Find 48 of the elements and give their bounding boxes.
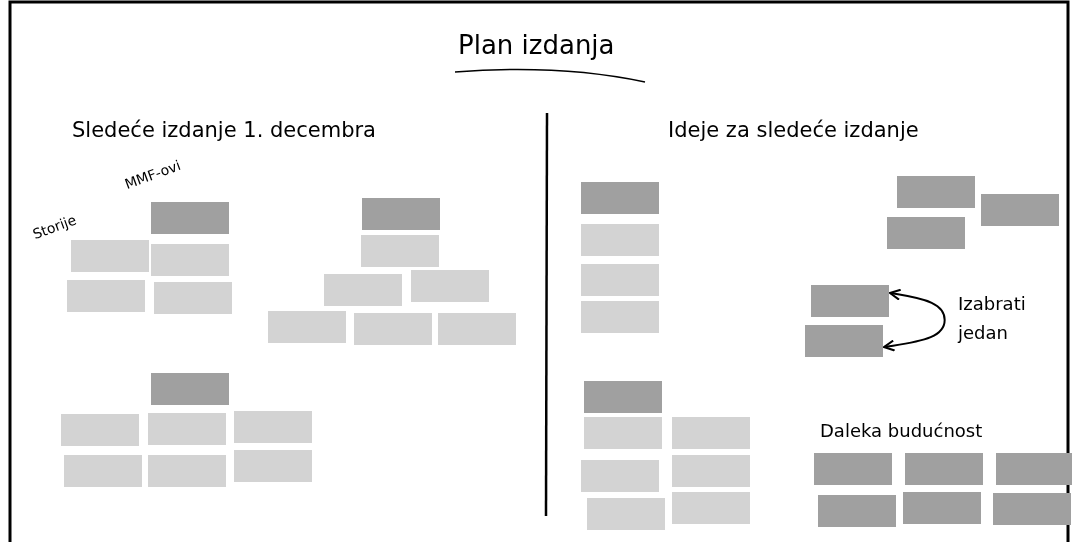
story-card	[581, 460, 659, 492]
title: Plan izdanja	[458, 30, 615, 60]
story-card	[584, 417, 662, 449]
feature-card	[996, 453, 1072, 485]
feature-card	[903, 492, 981, 524]
feature-card	[981, 194, 1059, 226]
story-card	[361, 235, 439, 267]
story-card	[324, 274, 402, 306]
story-card	[672, 492, 750, 524]
feature-card	[993, 493, 1071, 525]
annotation: Storije	[30, 211, 79, 242]
feature-card	[151, 373, 229, 405]
annotation: Izabrati jedan	[958, 292, 1027, 345]
story-card	[148, 413, 226, 445]
feature-card	[814, 453, 892, 485]
story-card	[672, 417, 750, 449]
story-card	[354, 313, 432, 345]
feature-card	[887, 217, 965, 249]
story-card	[71, 240, 149, 272]
story-card	[64, 455, 142, 487]
feature-card	[584, 381, 662, 413]
story-card	[587, 498, 665, 530]
feature-card	[818, 495, 896, 527]
feature-card	[805, 325, 883, 357]
feature-card	[362, 198, 440, 230]
story-card	[411, 270, 489, 302]
feature-card	[811, 285, 889, 317]
story-card	[154, 282, 232, 314]
story-card	[581, 301, 659, 333]
story-card	[234, 411, 312, 443]
story-card	[268, 311, 346, 343]
story-card	[581, 264, 659, 296]
story-card	[67, 280, 145, 312]
story-card	[581, 224, 659, 256]
story-card	[151, 244, 229, 276]
story-card	[148, 455, 226, 487]
curved-arrow	[883, 288, 946, 352]
feature-card	[905, 453, 983, 485]
feature-card	[151, 202, 229, 234]
story-card	[61, 414, 139, 446]
story-card	[672, 455, 750, 487]
section-heading: Ideje za sledeće izdanje	[668, 118, 919, 142]
group-heading: Daleka budućnost	[820, 420, 983, 441]
story-card	[438, 313, 516, 345]
feature-card	[897, 176, 975, 208]
section-heading: Sledeće izdanje 1. decembra	[72, 118, 376, 142]
feature-card	[581, 182, 659, 214]
story-card	[234, 450, 312, 482]
